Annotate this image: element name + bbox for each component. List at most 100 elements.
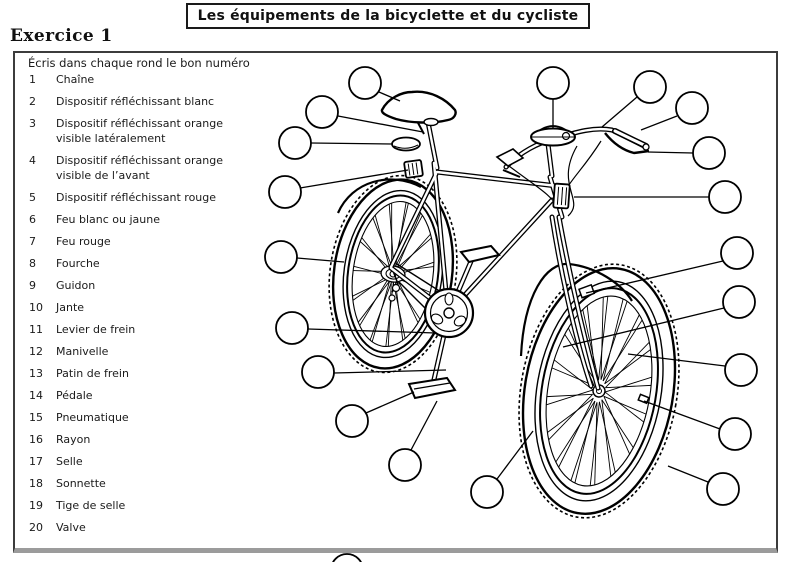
spoke — [388, 204, 395, 266]
pedal-left — [407, 376, 457, 400]
spoke — [570, 402, 598, 481]
leader-line — [299, 169, 409, 189]
right-grip — [612, 128, 650, 151]
spoke — [603, 396, 631, 455]
part-number: 11 — [29, 323, 43, 336]
part-number: 13 — [29, 367, 43, 380]
spoke — [600, 297, 604, 380]
frame-tube-core — [450, 198, 554, 311]
answer-circle[interactable] — [708, 180, 742, 214]
part-number: 17 — [29, 455, 43, 468]
spoke — [604, 376, 652, 393]
answer-circle[interactable] — [305, 95, 339, 129]
frame-tube-core — [435, 170, 559, 188]
answer-circle[interactable] — [278, 126, 312, 160]
list-item: 8 Fourche — [29, 256, 251, 271]
leader-line — [307, 328, 437, 334]
answer-circle-next-exercise[interactable] — [331, 553, 363, 562]
answer-circle[interactable] — [264, 240, 298, 274]
spoke — [553, 359, 594, 391]
part-label: Chaîne — [56, 73, 95, 86]
leader-line — [378, 91, 401, 102]
list-item: 6 Feu blanc ou jaune — [29, 212, 251, 227]
part-number: 19 — [29, 499, 43, 512]
part-label: Dispositif réfléchissant blanc — [56, 95, 215, 108]
spoke — [547, 397, 594, 433]
answer-circle[interactable] — [633, 70, 667, 104]
spoke — [598, 401, 616, 473]
crankset — [423, 287, 475, 339]
answer-circle[interactable] — [675, 91, 709, 125]
part-number: 20 — [29, 521, 43, 534]
leader-line — [643, 400, 721, 430]
answer-circle[interactable] — [718, 417, 752, 451]
spoke — [604, 349, 651, 385]
part-label: Fourche — [56, 257, 100, 270]
answer-circle[interactable] — [692, 136, 726, 170]
rear-fender — [336, 178, 422, 214]
leader-line — [627, 353, 726, 367]
page-title: Les équipements de la bicyclette et du c… — [186, 3, 590, 29]
spoke — [604, 391, 645, 423]
part-label: Pneumatique — [56, 411, 129, 424]
answer-circle[interactable] — [301, 355, 335, 389]
leader-line — [562, 307, 725, 348]
spoke — [397, 266, 434, 272]
part-number: 14 — [29, 389, 43, 402]
answer-circle[interactable] — [722, 285, 756, 319]
answer-circle[interactable] — [388, 448, 422, 482]
leader-line — [296, 257, 345, 263]
rear-reflector — [403, 159, 424, 179]
leader-line — [333, 369, 447, 374]
part-number: 7 — [29, 235, 36, 248]
answer-circle[interactable] — [335, 404, 369, 438]
answer-circle[interactable] — [536, 66, 570, 100]
brake-lever — [495, 132, 650, 178]
saddle — [380, 90, 457, 135]
spoke — [359, 278, 389, 326]
answer-circle[interactable] — [724, 353, 758, 387]
bicycle-drawing — [328, 90, 680, 519]
spoke — [387, 282, 392, 347]
answer-circle[interactable] — [720, 236, 754, 270]
spoke — [372, 217, 393, 267]
spoke — [551, 367, 595, 387]
part-number: 12 — [29, 345, 43, 358]
answer-circle[interactable] — [470, 475, 504, 509]
spoke — [605, 341, 650, 388]
leader-line — [640, 115, 678, 131]
answer-circle[interactable] — [706, 472, 740, 506]
part-number: 5 — [29, 191, 36, 204]
part-number: 4 — [29, 154, 36, 167]
answer-circle[interactable] — [268, 175, 302, 209]
part-number: 8 — [29, 257, 36, 270]
part-label: Feu blanc ou jaune — [56, 213, 160, 226]
leader-line — [667, 465, 709, 483]
part-label: Valve — [56, 521, 86, 534]
answer-circle[interactable] — [275, 311, 309, 345]
answer-circle[interactable] — [348, 66, 382, 100]
under-saddle-reflector — [391, 136, 421, 152]
part-number: 6 — [29, 213, 36, 226]
part-label: Levier de frein — [56, 323, 136, 336]
part-label: Sonnette — [56, 477, 106, 490]
leader-line — [410, 400, 438, 451]
spoke — [555, 400, 596, 463]
spoke — [397, 233, 431, 272]
leader-line — [585, 260, 724, 294]
spoke — [600, 301, 628, 380]
valve — [637, 393, 650, 405]
instruction-text: Écris dans chaque rond le bon numéro — [28, 56, 250, 70]
list-item: 11 Levier de frein — [29, 322, 251, 337]
